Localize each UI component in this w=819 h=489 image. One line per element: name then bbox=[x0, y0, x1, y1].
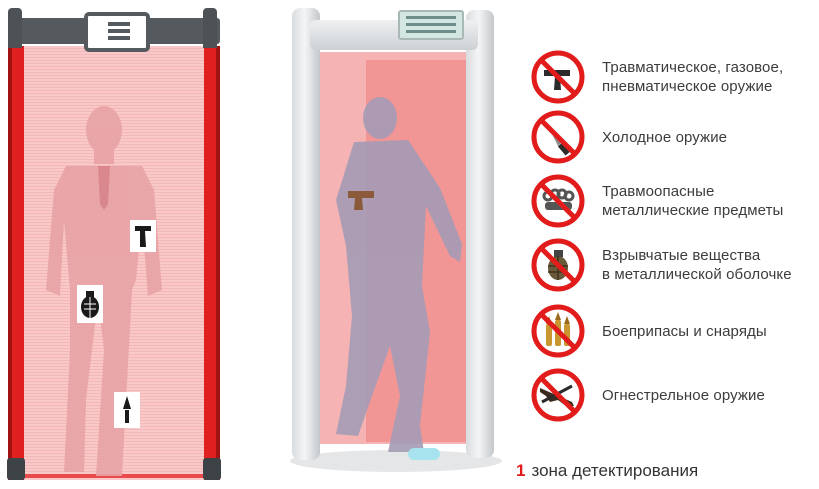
legend-item-ammunition: Боеприпасы и снаряды bbox=[528, 302, 819, 360]
left-pillar bbox=[8, 46, 24, 480]
knife-item bbox=[114, 392, 140, 428]
schematic-gate-illustration bbox=[0, 0, 240, 489]
pistol-in-pocket bbox=[348, 191, 374, 210]
brass-knuckles-icon bbox=[531, 174, 585, 228]
caption-number: 1 bbox=[516, 461, 526, 480]
legend-label: Взрывчатые вещества в металлической обол… bbox=[602, 247, 792, 283]
caption-text: зона детектирования bbox=[531, 461, 699, 480]
pistol-item bbox=[130, 220, 156, 252]
legend-label: Травматическое, газовое, пневматическое … bbox=[602, 59, 784, 95]
grenade-icon bbox=[531, 238, 585, 292]
right-panel bbox=[466, 10, 494, 458]
left-panel bbox=[292, 8, 320, 460]
walking-person-silhouette bbox=[336, 97, 462, 452]
caption: 1 зона детектирования bbox=[516, 461, 698, 481]
left-foot bbox=[7, 458, 25, 480]
control-display bbox=[398, 10, 464, 40]
pistol-icon bbox=[531, 50, 585, 104]
legend-item-explosives: Взрывчатые вещества в металлической обол… bbox=[528, 236, 819, 294]
control-panel-icon bbox=[84, 12, 150, 52]
legend-item-cold-weapons: Холодное оружие bbox=[528, 108, 819, 166]
legend-label: Огнестрельное оружие bbox=[602, 386, 765, 404]
legend-label: Холодное оружие bbox=[602, 128, 728, 146]
knife-icon bbox=[531, 110, 585, 164]
right-foot bbox=[203, 458, 221, 480]
legend-item-hazardous-metal: Травмоопасные металлические предметы bbox=[528, 172, 819, 230]
grenade-item bbox=[77, 285, 103, 323]
legend-label: Травмоопасные металлические предметы bbox=[602, 183, 784, 219]
legend-label: Боеприпасы и снаряды bbox=[602, 322, 767, 340]
legend-item-gas-weapons: Травматическое, газовое, пневматическое … bbox=[528, 48, 819, 106]
legend-item-firearms: Огнестрельное оружие bbox=[528, 366, 819, 424]
rifle-icon bbox=[531, 368, 585, 422]
metal-detector-gate-photo bbox=[282, 0, 504, 489]
ammunition-icon bbox=[531, 304, 585, 358]
